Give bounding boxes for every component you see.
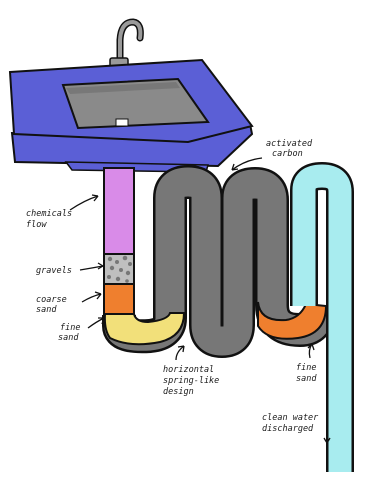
- chemicals-pipe: [104, 168, 134, 254]
- coarse-sand-layer: [104, 284, 134, 314]
- gravels-layer: [104, 254, 134, 284]
- faucet: [110, 22, 140, 68]
- label-clean-water: clean water discharged: [262, 413, 323, 434]
- label-horizontal-design: horizontal spring-like design: [163, 365, 224, 397]
- label-activated-carbon: activated carbon: [266, 139, 317, 159]
- drain-icon: [116, 119, 128, 126]
- label-coarse-sand: coarse sand: [36, 295, 72, 315]
- label-gravels: gravels: [36, 266, 72, 276]
- label-chemicals-flow: chemicals flow: [26, 209, 77, 230]
- sink: [10, 60, 252, 172]
- label-fine-sand-right: fine sand: [296, 363, 322, 384]
- label-fine-sand-left: fine sand: [58, 323, 86, 343]
